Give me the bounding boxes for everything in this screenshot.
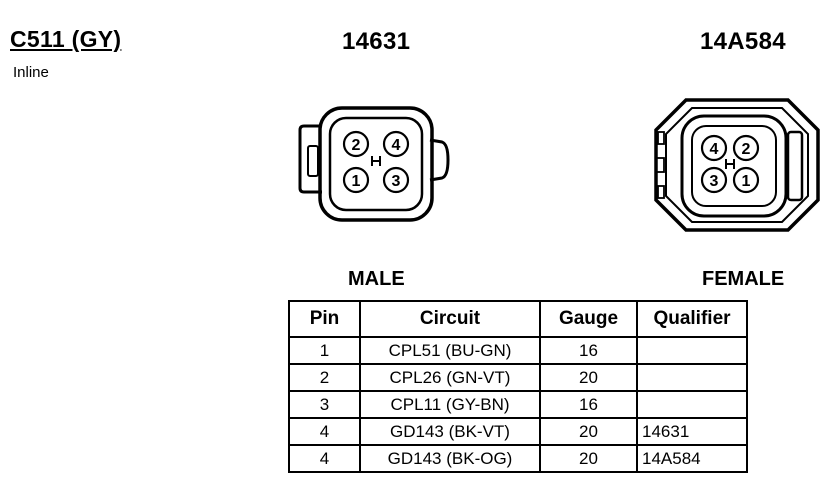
cell-pin: 4 bbox=[288, 417, 361, 446]
female-label: FEMALE bbox=[702, 268, 785, 290]
cell-circuit: GD143 (BK-OG) bbox=[359, 444, 541, 473]
male-connector-diagram: 2 4 1 3 bbox=[298, 106, 450, 222]
cell-qualifier bbox=[636, 336, 748, 365]
cell-circuit: GD143 (BK-VT) bbox=[359, 417, 541, 446]
male-pin-label: 1 bbox=[352, 173, 361, 190]
connector-location: Inline bbox=[13, 64, 49, 81]
female-pin-label: 4 bbox=[710, 141, 719, 158]
male-pin-label: 2 bbox=[352, 137, 361, 154]
header-pin: Pin bbox=[288, 300, 361, 338]
table-header-row: Pin Circuit Gauge Qualifier bbox=[288, 300, 748, 338]
cell-qualifier: 14631 bbox=[636, 417, 748, 446]
cell-circuit: CPL11 (GY-BN) bbox=[359, 390, 541, 419]
table-row: 1 CPL51 (BU-GN) 16 bbox=[288, 336, 748, 365]
cell-qualifier bbox=[636, 390, 748, 419]
table-row: 2 CPL26 (GN-VT) 20 bbox=[288, 363, 748, 392]
header-circuit: Circuit bbox=[359, 300, 541, 338]
cell-gauge: 20 bbox=[539, 444, 638, 473]
cell-gauge: 16 bbox=[539, 390, 638, 419]
female-part-number: 14A584 bbox=[700, 28, 786, 55]
male-part-number: 14631 bbox=[342, 28, 411, 55]
female-pin-label: 2 bbox=[742, 141, 751, 158]
table-row: 3 CPL11 (GY-BN) 16 bbox=[288, 390, 748, 419]
cell-pin: 4 bbox=[288, 444, 361, 473]
male-label: MALE bbox=[348, 268, 405, 290]
male-pin-label: 3 bbox=[392, 173, 401, 190]
cell-qualifier bbox=[636, 363, 748, 392]
cell-circuit: CPL51 (BU-GN) bbox=[359, 336, 541, 365]
cell-pin: 3 bbox=[288, 390, 361, 419]
cell-circuit: CPL26 (GN-VT) bbox=[359, 363, 541, 392]
connector-title: C511 (GY) bbox=[10, 26, 122, 52]
male-pin-cavities: 2 4 1 3 bbox=[342, 130, 410, 194]
header-gauge: Gauge bbox=[539, 300, 638, 338]
cell-gauge: 20 bbox=[539, 417, 638, 446]
female-pin-label: 3 bbox=[710, 173, 719, 190]
female-pin-cavities: 4 2 3 1 bbox=[700, 134, 760, 194]
male-pin-label: 4 bbox=[392, 137, 401, 154]
cell-qualifier: 14A584 bbox=[636, 444, 748, 473]
table-row: 4 GD143 (BK-OG) 20 14A584 bbox=[288, 444, 748, 473]
cell-gauge: 16 bbox=[539, 336, 638, 365]
female-connector-diagram: 4 2 3 1 bbox=[654, 98, 820, 232]
cell-pin: 2 bbox=[288, 363, 361, 392]
cell-gauge: 20 bbox=[539, 363, 638, 392]
header-qualifier: Qualifier bbox=[636, 300, 748, 338]
pinout-table: Pin Circuit Gauge Qualifier 1 CPL51 (BU-… bbox=[288, 300, 748, 473]
cell-pin: 1 bbox=[288, 336, 361, 365]
female-pin-label: 1 bbox=[742, 173, 751, 190]
table-row: 4 GD143 (BK-VT) 20 14631 bbox=[288, 417, 748, 446]
